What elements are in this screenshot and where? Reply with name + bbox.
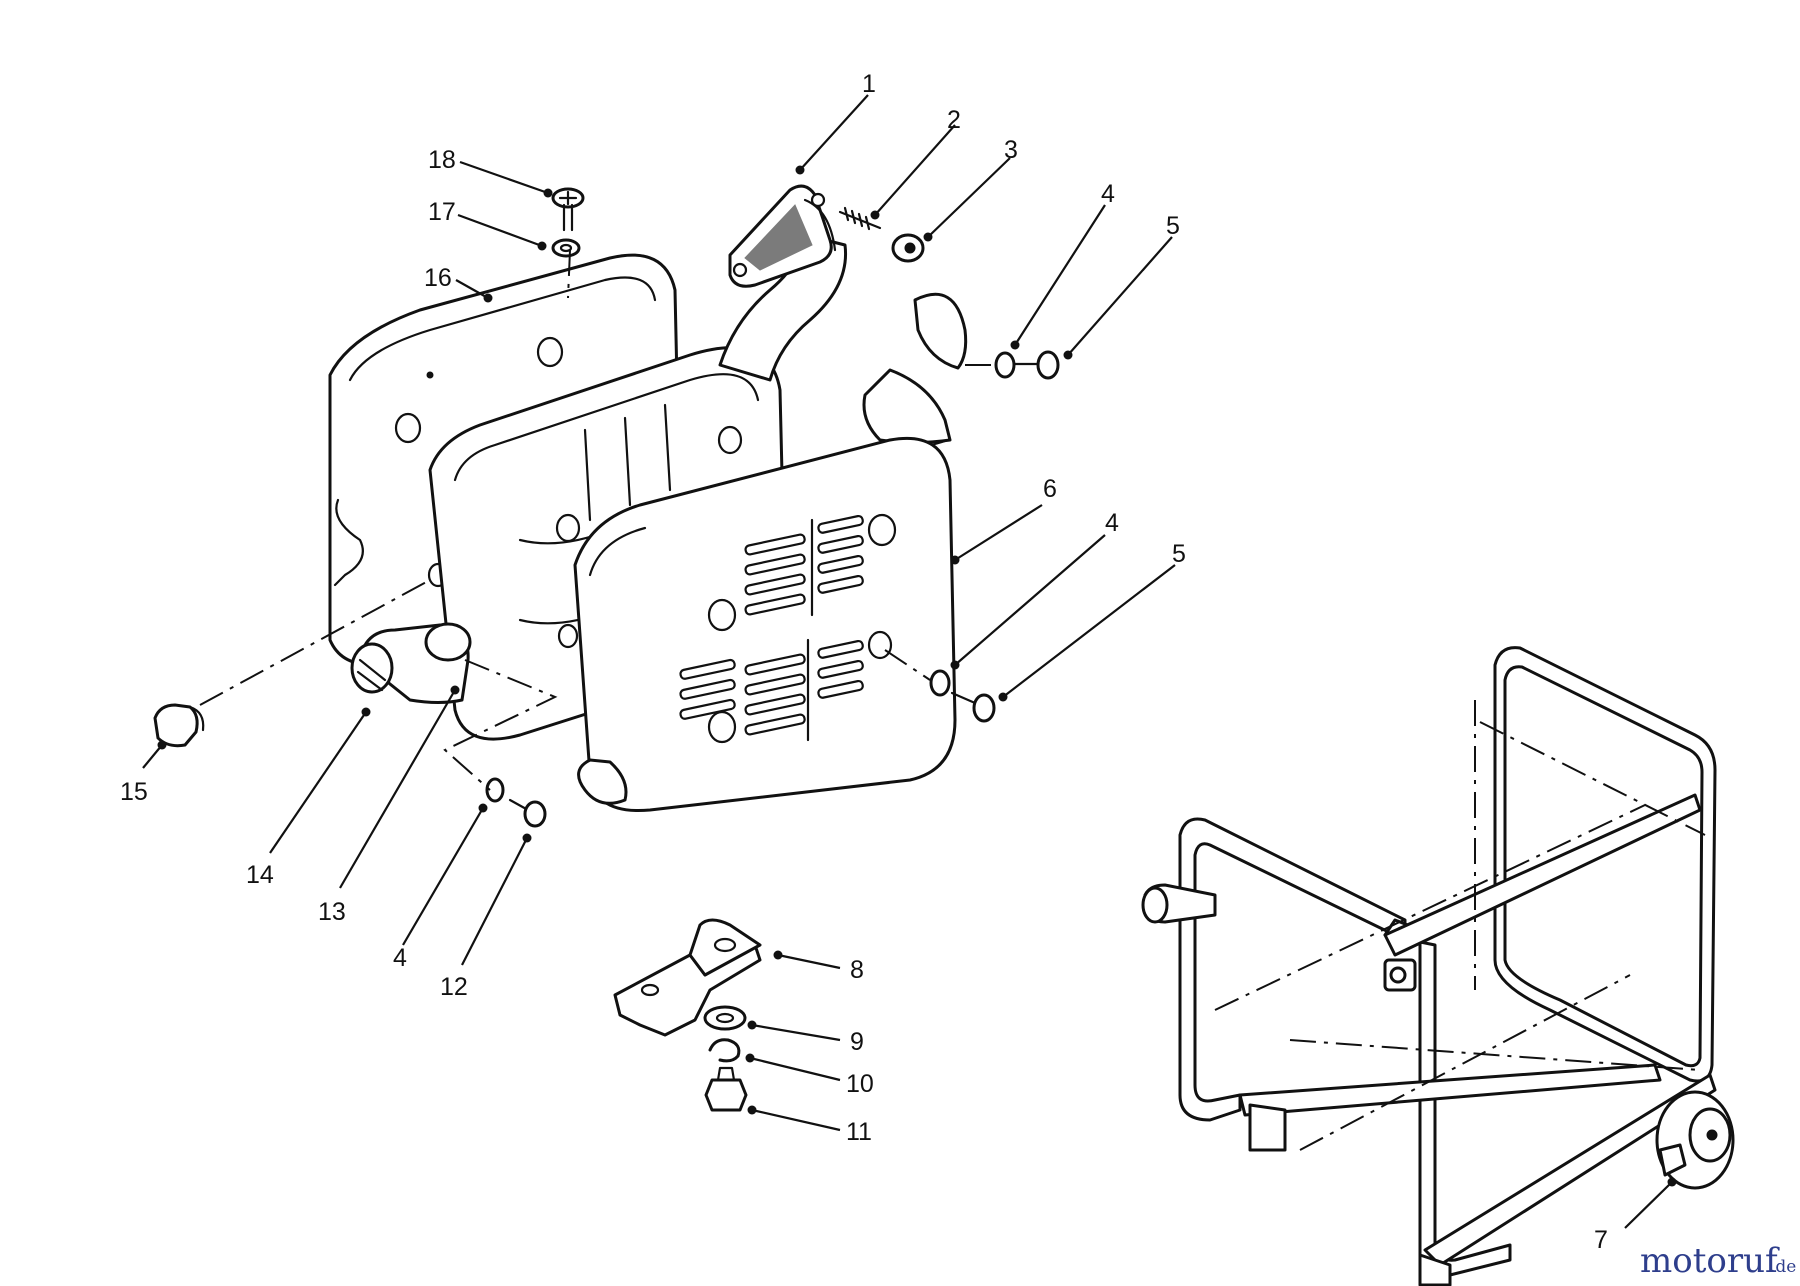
outlet-elbow [862,292,968,449]
callout-6: 6 [1043,475,1057,503]
callout-10: 10 [846,1070,874,1098]
generator-frame [1141,646,1735,1286]
callout-17: 17 [428,198,456,226]
callout-15: 15 [120,778,148,806]
callout-4: 4 [393,944,407,972]
callout-5: 5 [1166,212,1180,240]
svg-text:motoruf: motoruf [1640,1241,1780,1281]
callout-8: 8 [850,956,864,984]
exhaust-pipe [718,184,848,382]
callout-12: 12 [440,973,468,1001]
svg-text:.de: .de [1770,1257,1796,1277]
callout-4: 4 [1105,509,1119,537]
vent-slots [679,514,864,742]
callout-1: 1 [862,70,876,98]
callout-7: 7 [1594,1226,1608,1254]
callout-16: 16 [424,264,452,292]
callout-3: 3 [1004,136,1018,164]
leader-lines [142,94,1677,1229]
callout-13: 13 [318,898,346,926]
callout-9: 9 [850,1028,864,1056]
callout-2: 2 [947,106,961,134]
callouts: 1 2 3 4 5 6 4 5 18 17 16 15 14 13 4 12 8… [120,70,1608,1254]
callout-5: 5 [1172,540,1186,568]
spark-arrester [350,622,472,704]
callout-11: 11 [846,1118,872,1146]
fasteners [485,187,1060,828]
plug-15 [153,703,205,748]
bracket-assembly [613,918,762,1112]
callout-18: 18 [428,146,456,174]
motoruf-watermark-logo: motoruf .de [1640,1241,1796,1281]
muffler-shell-6 [573,436,957,813]
assembly-lines [199,249,1706,1151]
callout-4: 4 [1101,180,1115,208]
callout-14: 14 [246,861,274,889]
